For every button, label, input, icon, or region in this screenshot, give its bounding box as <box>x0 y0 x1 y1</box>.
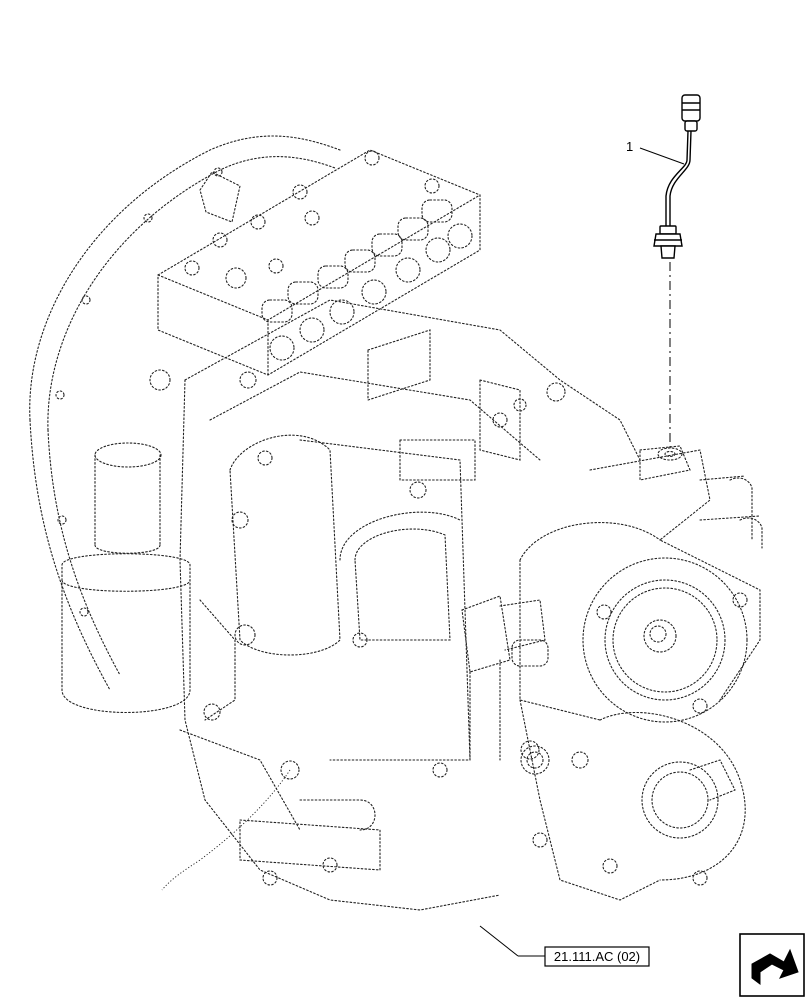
solenoid-coils <box>261 199 473 361</box>
callout-1: 1 <box>626 139 685 165</box>
oil-filter <box>61 442 191 714</box>
sensor-port <box>657 447 683 461</box>
callout-label: 1 <box>626 139 633 154</box>
reference-code: 21.111.AC (02) <box>554 949 640 964</box>
transmission-assembly <box>29 135 763 911</box>
valve-block <box>157 149 481 376</box>
transmission-housing <box>149 299 641 911</box>
temperature-sensor-icon[interactable] <box>653 94 701 259</box>
output-housing <box>461 445 763 901</box>
page-turn-arrow-icon[interactable] <box>739 933 805 997</box>
reference-label[interactable]: 21.111.AC (02) <box>479 925 650 967</box>
flywheel-housing <box>29 135 341 691</box>
